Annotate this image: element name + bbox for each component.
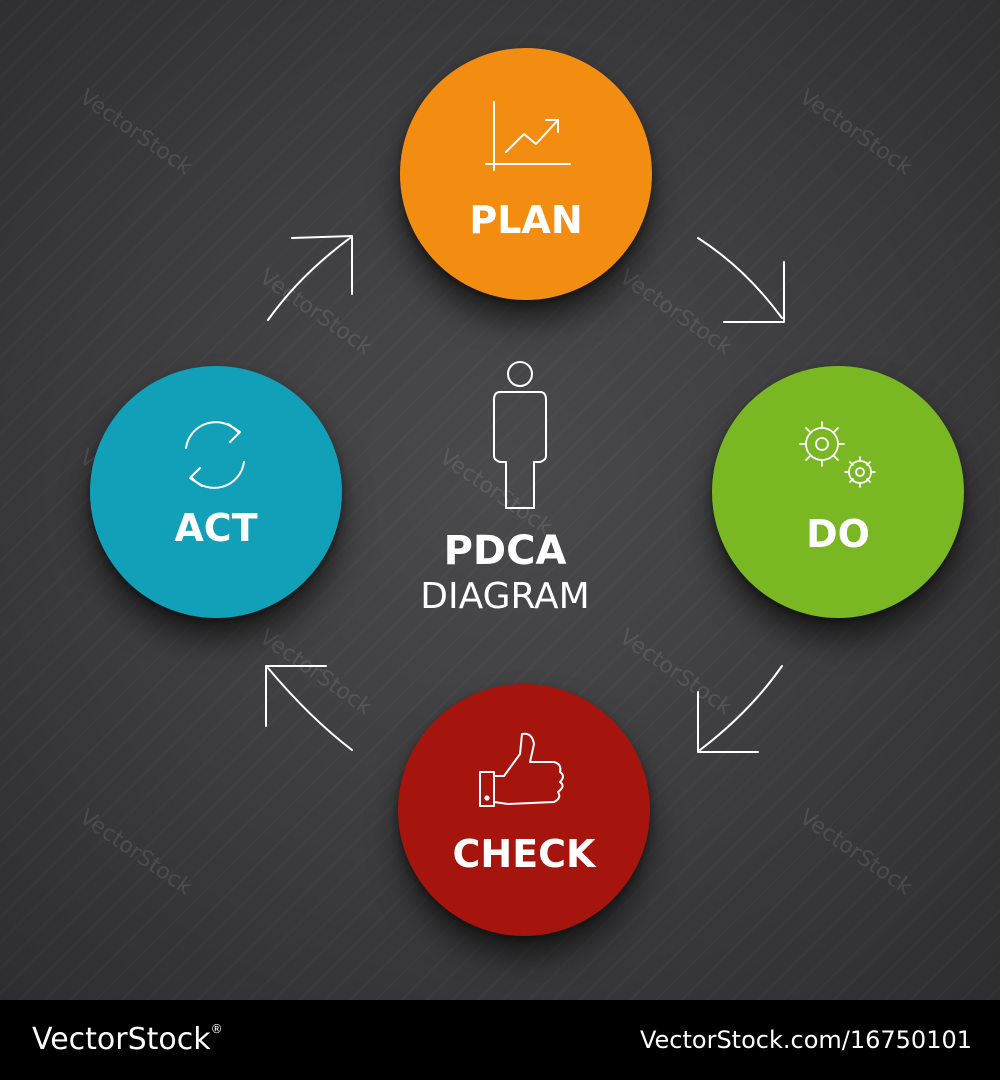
- thumbs-up-icon: [479, 732, 564, 807]
- diagram-canvas: VectorStock VectorStock VectorStock Vect…: [0, 0, 1000, 1000]
- footer-brand-text: VectorStock: [32, 1022, 211, 1057]
- footer-brand: VectorStock®: [32, 1022, 223, 1057]
- step-plan-circle: PLAN: [400, 48, 652, 300]
- cycle-arrows: [265, 235, 785, 753]
- step-act-label: ACT: [174, 506, 258, 550]
- person-icon: [493, 361, 547, 509]
- registered-mark: ®: [210, 1022, 223, 1036]
- center-title-main: PDCA: [443, 528, 567, 574]
- arrow-plan-to-do: [697, 237, 785, 323]
- footer-bar: VectorStock® VectorStock.com/16750101: [0, 1000, 1000, 1080]
- arrow-check-to-act: [265, 665, 353, 751]
- step-do-label: DO: [806, 512, 870, 556]
- step-plan-label: PLAN: [469, 198, 583, 242]
- arrow-act-to-plan: [267, 235, 353, 321]
- step-do-circle: DO: [712, 366, 964, 618]
- step-check-label: CHECK: [452, 832, 596, 876]
- step-act-circle: ACT: [90, 366, 342, 618]
- refresh-cycle-icon: [185, 421, 245, 489]
- gears-icon: [799, 421, 876, 488]
- step-check-circle: CHECK: [398, 684, 650, 936]
- growth-chart-icon: [485, 101, 571, 171]
- footer-url: VectorStock.com/16750101: [639, 1026, 972, 1054]
- arrow-do-to-check: [697, 665, 783, 753]
- center-title-sub: DIAGRAM: [420, 576, 590, 617]
